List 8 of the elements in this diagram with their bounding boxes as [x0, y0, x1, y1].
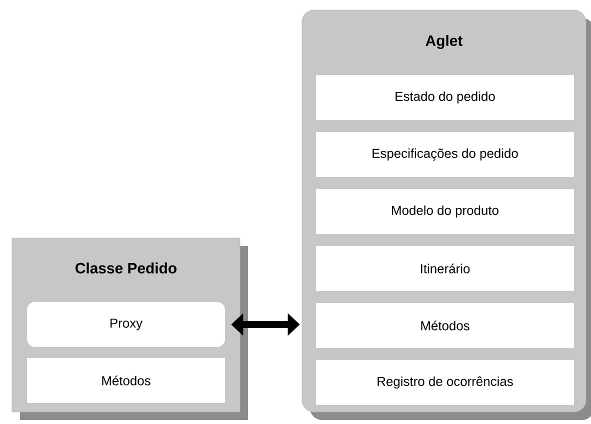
text-box: Métodos	[316, 303, 574, 348]
text-box: Estado do pedido	[316, 75, 574, 120]
text-box: Registro de ocorrências	[316, 360, 574, 405]
text-box: Métodos	[27, 358, 225, 403]
text-box: Especificações do pedido	[316, 132, 574, 177]
text-box: Modelo do produto	[316, 189, 574, 234]
text-box: Proxy	[27, 302, 225, 347]
text-box: Itinerário	[316, 246, 574, 291]
